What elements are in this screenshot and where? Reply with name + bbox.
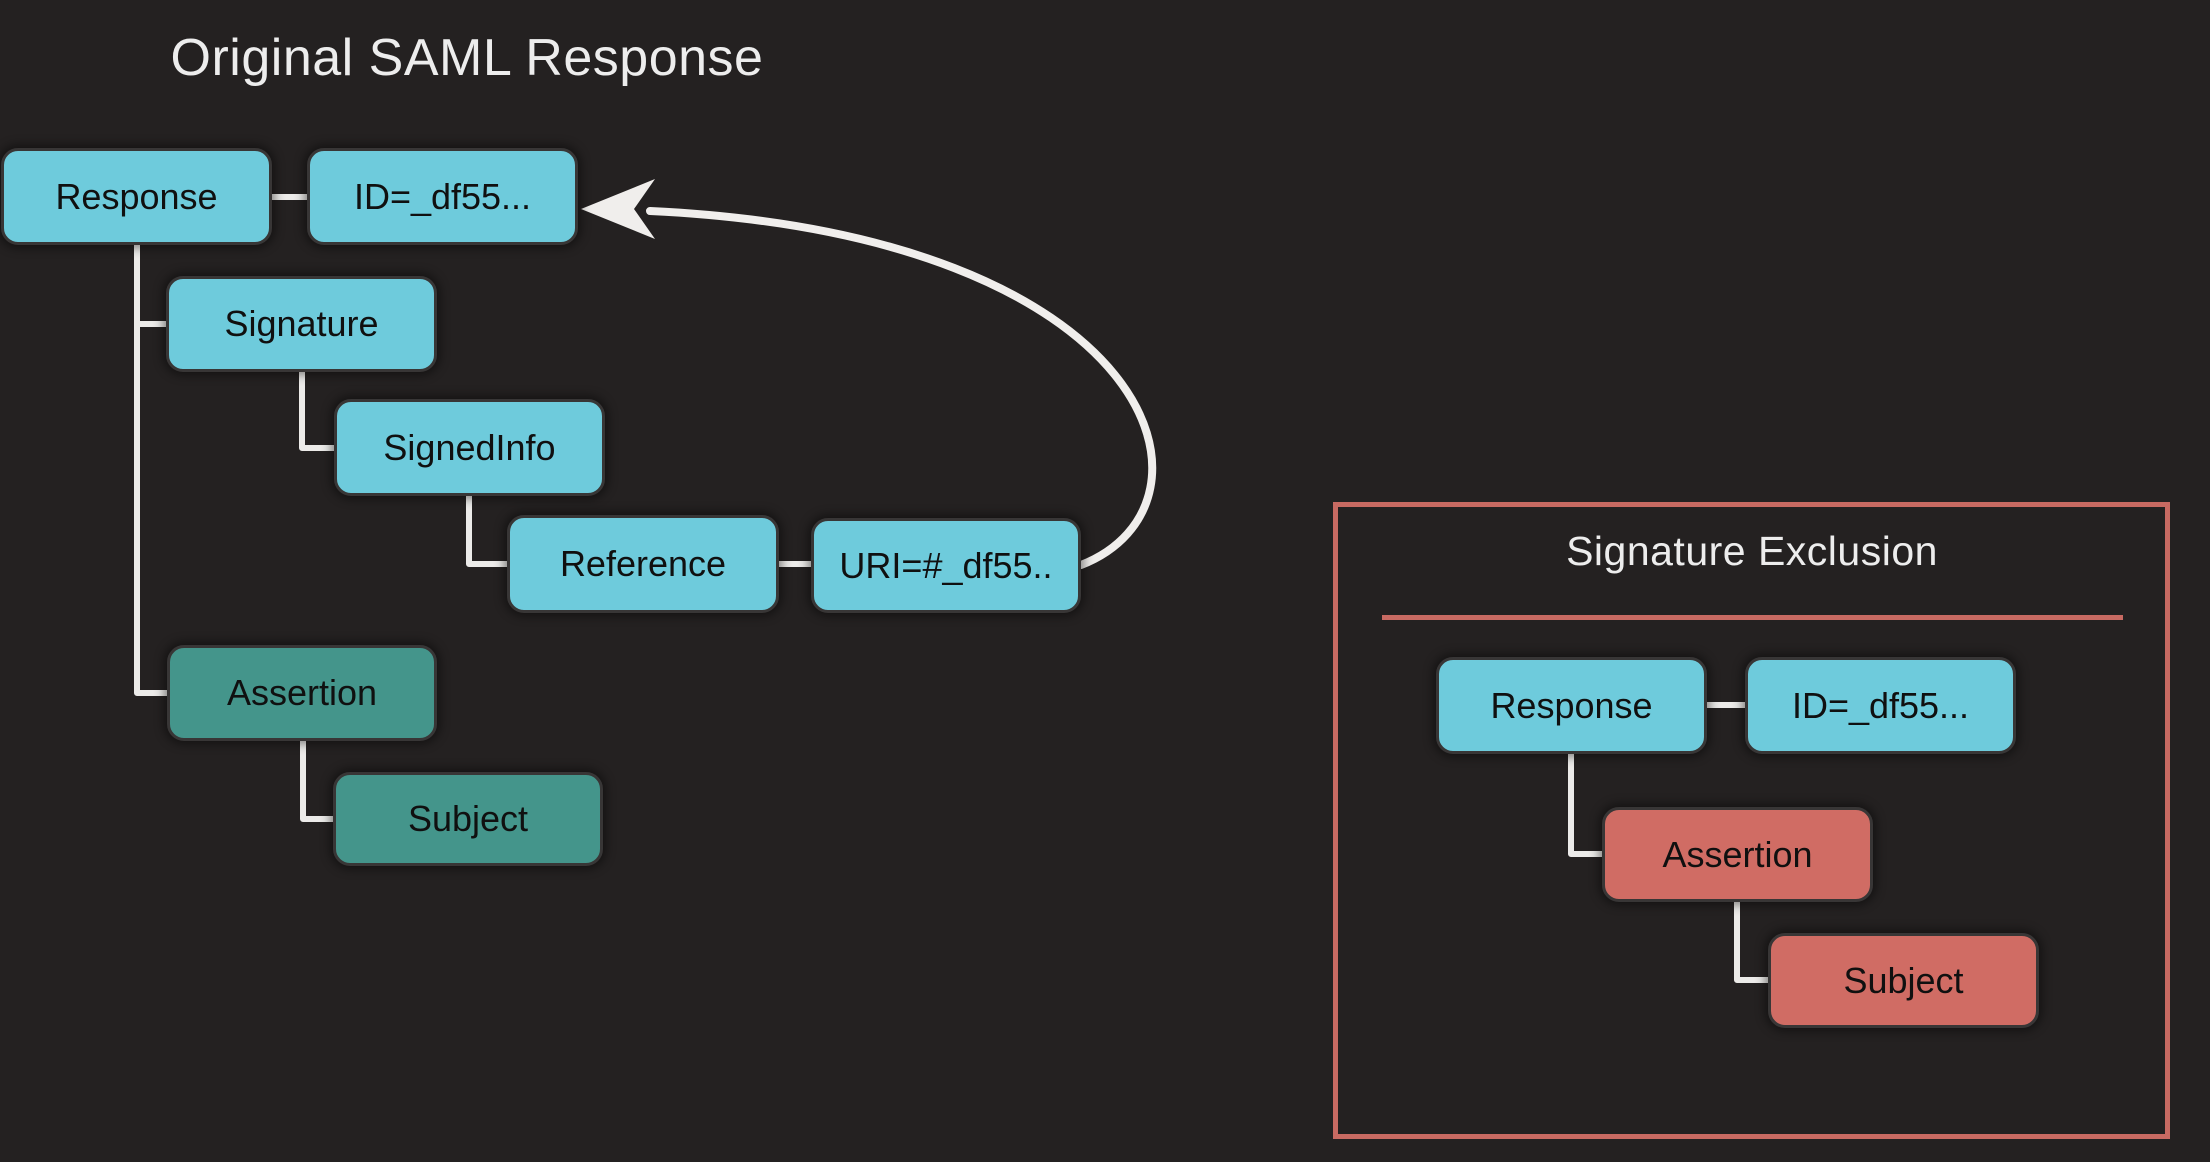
arrowhead-icon — [581, 179, 655, 239]
node-label: Reference — [559, 543, 727, 584]
right-node-assertion: Assertion — [1602, 807, 1873, 902]
uri-to-id-reference-arc — [646, 207, 1157, 569]
left-node-uri-attr: URI=#_df55.. — [811, 518, 1081, 613]
node-label: Response — [1490, 684, 1653, 726]
node-label: Response — [55, 175, 218, 217]
node-label: Subject — [407, 798, 529, 839]
right-diagram-title: Signature Exclusion — [1566, 528, 1938, 574]
node-label: ID=_df55... — [1791, 684, 1970, 726]
connector-signedinfo-reference — [466, 496, 507, 567]
connector-assertion-subject — [300, 741, 333, 822]
connector-signature-signedinfo — [299, 372, 334, 451]
left-node-signature: Signature — [166, 276, 437, 372]
left-node-assertion: Assertion — [167, 645, 437, 741]
right-node-id-attr: ID=_df55... — [1745, 657, 2016, 754]
left-node-response: Response — [1, 148, 272, 245]
left-diagram-title: Original SAML Response — [170, 29, 764, 87]
right-node-subject: Subject — [1768, 933, 2039, 1028]
connector-assertion2-subject2 — [1734, 902, 1768, 983]
left-node-subject: Subject — [333, 772, 603, 866]
signature-exclusion-panel — [1333, 502, 2170, 1139]
node-label: Assertion — [226, 672, 378, 713]
connector-response2-assertion2 — [1568, 754, 1602, 857]
node-label: SignedInfo — [383, 426, 556, 468]
node-label: URI=#_df55.. — [839, 544, 1053, 586]
connector-response-trunk — [134, 245, 167, 696]
node-label: ID=_df55... — [353, 175, 532, 217]
node-label: Subject — [1843, 959, 1964, 1001]
right-node-response: Response — [1436, 657, 1707, 754]
panel-title-underline — [1382, 615, 2123, 620]
left-node-id-attr: ID=_df55... — [307, 148, 578, 245]
node-label: Signature — [224, 303, 379, 344]
left-node-signedinfo: SignedInfo — [334, 399, 605, 496]
left-node-reference: Reference — [507, 515, 779, 613]
node-label: Assertion — [1662, 833, 1813, 875]
